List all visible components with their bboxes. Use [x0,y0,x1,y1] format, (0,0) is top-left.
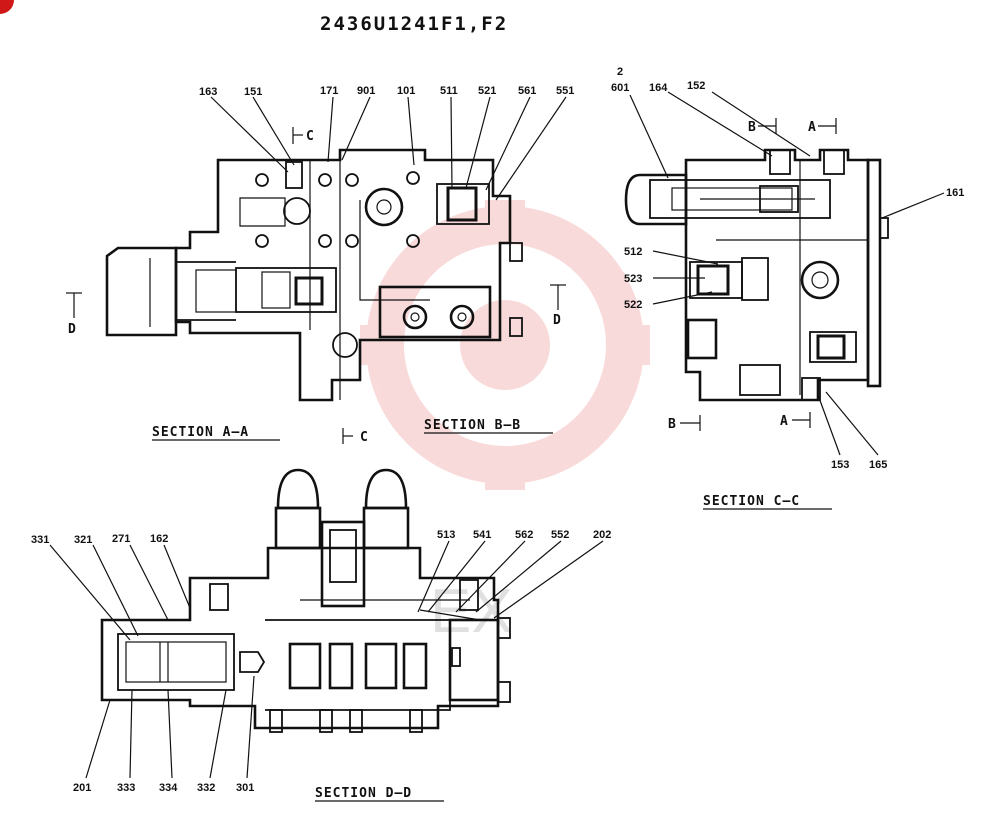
label-271: 271 [112,533,130,545]
label-331: 331 [31,534,49,546]
label-522: 522 [624,299,642,311]
label-201: 201 [73,782,91,794]
label-2: 2 [617,66,623,78]
cut-mark-a-bottom: A [780,414,789,429]
logo-corner [0,0,14,14]
labels-cc: 2 601 164 152 161 512 523 522 153 165 [611,66,964,471]
label-513: 513 [437,529,455,541]
label-202: 202 [593,529,611,541]
label-301: 301 [236,782,254,794]
label-151: 151 [244,86,262,98]
cut-mark-c-top: C [306,129,315,144]
label-523: 523 [624,273,642,285]
section-aa-caption: SECTION A—A [152,425,249,440]
label-561: 561 [518,85,536,97]
section-dd-caption: SECTION D—D [315,786,412,801]
label-552: 552 [551,529,569,541]
label-152: 152 [687,80,705,92]
label-562: 562 [515,529,533,541]
cut-mark-c-bottom: C [360,430,369,445]
label-165: 165 [869,459,887,471]
leaders-cc [629,91,945,456]
label-512: 512 [624,246,642,258]
label-101: 101 [397,85,415,97]
label-333: 333 [117,782,135,794]
label-601: 601 [611,82,629,94]
labels-aa: 163 151 171 901 101 511 521 561 551 [199,85,574,98]
leaders-aa [210,96,567,201]
label-332: 332 [197,782,215,794]
label-161: 161 [946,187,964,199]
label-334: 334 [159,782,178,794]
label-901: 901 [357,85,375,97]
leaders-dd [49,540,604,779]
cut-mark-d-left: D [68,322,77,337]
section-aa-bb-drawing [66,127,566,444]
label-551: 551 [556,85,574,97]
labels-dd: 331 321 271 162 513 541 562 552 202 201 … [31,529,611,794]
cut-mark-b-bottom: B [668,417,677,432]
cut-mark-a-top: A [808,120,817,135]
label-511: 511 [440,85,458,97]
label-164: 164 [649,82,668,94]
section-bb-caption: SECTION B—B [424,418,521,433]
watermark-gear [360,200,650,490]
watermark-text: EX [430,577,513,646]
label-321: 321 [74,534,92,546]
label-162: 162 [150,533,168,545]
section-cc-drawing [624,118,889,431]
cut-mark-d-right: D [553,313,562,328]
label-163: 163 [199,86,217,98]
section-cc-caption: SECTION C—C [703,494,800,509]
label-541: 541 [473,529,491,541]
label-171: 171 [320,85,338,97]
drawing-title: 2436U1241F1,F2 [320,13,508,35]
cut-mark-b-top: B [748,120,757,135]
section-dd-drawing [100,468,511,733]
label-521: 521 [478,85,496,97]
label-153: 153 [831,459,849,471]
